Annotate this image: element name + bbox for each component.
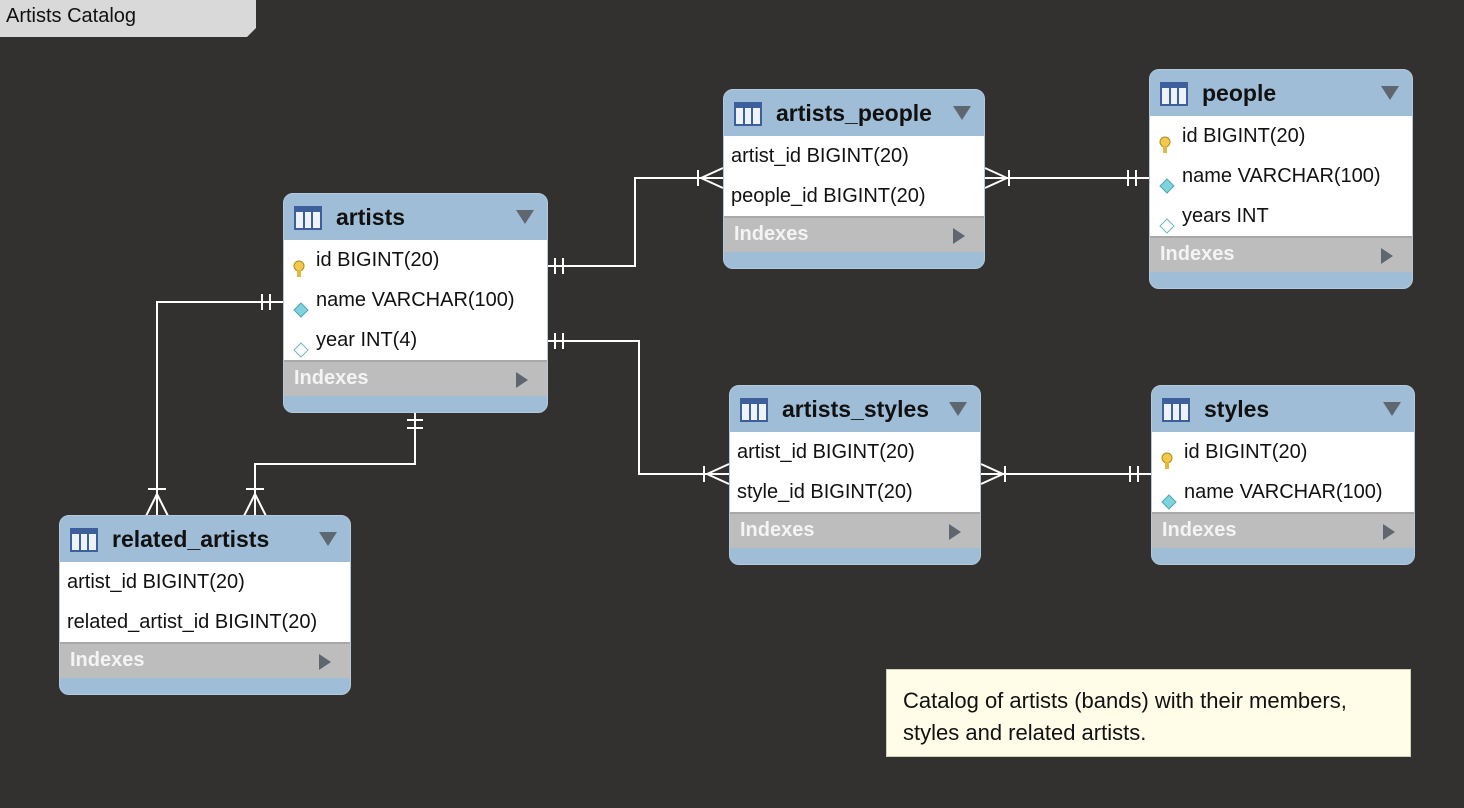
column-label: id BIGINT(20) bbox=[1184, 441, 1308, 463]
table-header: related_artists bbox=[60, 516, 350, 562]
table-header: artists bbox=[284, 194, 547, 240]
relationship-artists-artists-styles[interactable] bbox=[548, 333, 730, 485]
column-label: name VARCHAR(100) bbox=[1184, 481, 1383, 503]
column-row[interactable]: name VARCHAR(100) bbox=[1150, 156, 1412, 196]
column-label: years INT bbox=[1182, 205, 1269, 227]
column-row[interactable]: people_id BIGINT(20) bbox=[724, 176, 984, 216]
relationship-styles-artists-styles[interactable] bbox=[980, 463, 1151, 485]
table-header: people bbox=[1150, 70, 1412, 116]
relationship-artists-related-artists-1[interactable] bbox=[145, 294, 283, 517]
indexes-section[interactable]: Indexes bbox=[60, 642, 350, 678]
table-icon bbox=[740, 398, 768, 427]
table-header: artists_styles bbox=[730, 386, 980, 432]
column-row[interactable]: id BIGINT(20) bbox=[1150, 116, 1412, 156]
table-artists-people[interactable]: artists_people artist_id BIGINT(20) peop… bbox=[723, 89, 985, 269]
collapse-triangle-icon[interactable] bbox=[318, 531, 338, 552]
relationship-artists-artists-people[interactable] bbox=[548, 167, 724, 274]
table-header: styles bbox=[1152, 386, 1414, 432]
column-label: artist_id BIGINT(20) bbox=[731, 145, 909, 167]
column-label: artist_id BIGINT(20) bbox=[737, 441, 915, 463]
primary-key-icon bbox=[1161, 444, 1177, 484]
table-artists[interactable]: artists id BIGINT(20) name VARCHAR(100) … bbox=[283, 193, 548, 413]
column-row[interactable]: artist_id BIGINT(20) bbox=[60, 562, 350, 602]
diagram-note[interactable]: Catalog of artists (bands) with their me… bbox=[886, 669, 1411, 757]
table-icon bbox=[1162, 398, 1190, 427]
indexes-section[interactable]: Indexes bbox=[724, 216, 984, 252]
column-label: id BIGINT(20) bbox=[316, 249, 440, 271]
column-label: year INT(4) bbox=[316, 329, 418, 351]
table-icon bbox=[734, 102, 762, 131]
table-name: artists_people bbox=[776, 100, 932, 126]
indexes-section[interactable]: Indexes bbox=[730, 512, 980, 548]
table-artists-styles[interactable]: artists_styles artist_id BIGINT(20) styl… bbox=[729, 385, 981, 565]
not-null-column-icon bbox=[1159, 168, 1175, 208]
nullable-column-icon bbox=[1159, 208, 1175, 248]
column-row[interactable]: year INT(4) bbox=[284, 320, 547, 360]
column-label: id BIGINT(20) bbox=[1182, 125, 1306, 147]
column-row[interactable]: style_id BIGINT(20) bbox=[730, 472, 980, 512]
table-related-artists[interactable]: related_artists artist_id BIGINT(20) rel… bbox=[59, 515, 351, 695]
collapse-triangle-icon[interactable] bbox=[1380, 85, 1400, 106]
table-name: artists_styles bbox=[782, 396, 930, 422]
column-label: artist_id BIGINT(20) bbox=[67, 571, 245, 593]
collapse-triangle-icon[interactable] bbox=[948, 401, 968, 422]
column-label: style_id BIGINT(20) bbox=[737, 481, 913, 503]
column-row[interactable]: id BIGINT(20) bbox=[284, 240, 547, 280]
column-row[interactable]: artist_id BIGINT(20) bbox=[730, 432, 980, 472]
not-null-column-icon bbox=[293, 292, 309, 332]
primary-key-icon bbox=[1159, 128, 1175, 168]
indexes-label: Indexes bbox=[1162, 519, 1237, 541]
expand-triangle-icon[interactable] bbox=[948, 523, 962, 546]
column-row[interactable]: id BIGINT(20) bbox=[1152, 432, 1414, 472]
collapse-triangle-icon[interactable] bbox=[515, 209, 535, 230]
collapse-triangle-icon[interactable] bbox=[1382, 401, 1402, 422]
column-label: name VARCHAR(100) bbox=[1182, 165, 1381, 187]
indexes-section[interactable]: Indexes bbox=[284, 360, 547, 396]
table-icon bbox=[294, 206, 322, 235]
table-header: artists_people bbox=[724, 90, 984, 136]
indexes-label: Indexes bbox=[294, 367, 369, 389]
indexes-section[interactable]: Indexes bbox=[1150, 236, 1412, 272]
primary-key-icon bbox=[293, 252, 309, 292]
indexes-label: Indexes bbox=[1160, 243, 1235, 265]
note-text: Catalog of artists (bands) with their me… bbox=[903, 688, 1347, 745]
expand-triangle-icon[interactable] bbox=[515, 371, 529, 394]
expand-triangle-icon[interactable] bbox=[952, 227, 966, 250]
relationship-artists-related-artists-2[interactable] bbox=[243, 413, 423, 517]
table-people[interactable]: people id BIGINT(20) name VARCHAR(100) y… bbox=[1149, 69, 1413, 289]
column-row[interactable]: years INT bbox=[1150, 196, 1412, 236]
column-row[interactable]: artist_id BIGINT(20) bbox=[724, 136, 984, 176]
nullable-column-icon bbox=[293, 332, 309, 372]
expand-triangle-icon[interactable] bbox=[318, 653, 332, 676]
column-label: name VARCHAR(100) bbox=[316, 289, 515, 311]
indexes-label: Indexes bbox=[70, 649, 145, 671]
relationship-people-artists-people[interactable] bbox=[984, 167, 1149, 189]
indexes-label: Indexes bbox=[734, 223, 809, 245]
not-null-column-icon bbox=[1161, 484, 1177, 524]
column-label: people_id BIGINT(20) bbox=[731, 185, 926, 207]
diagram-title-tab[interactable]: Artists Catalog bbox=[0, 0, 256, 37]
collapse-triangle-icon[interactable] bbox=[952, 105, 972, 126]
table-name: people bbox=[1202, 80, 1277, 106]
table-name: related_artists bbox=[112, 526, 270, 552]
indexes-section[interactable]: Indexes bbox=[1152, 512, 1414, 548]
column-row[interactable]: name VARCHAR(100) bbox=[284, 280, 547, 320]
expand-triangle-icon[interactable] bbox=[1380, 247, 1394, 270]
expand-triangle-icon[interactable] bbox=[1382, 523, 1396, 546]
table-name: styles bbox=[1204, 396, 1270, 422]
column-row[interactable]: name VARCHAR(100) bbox=[1152, 472, 1414, 512]
table-name: artists bbox=[336, 204, 406, 230]
table-styles[interactable]: styles id BIGINT(20) name VARCHAR(100) I… bbox=[1151, 385, 1415, 565]
diagram-title: Artists Catalog bbox=[6, 5, 137, 27]
table-icon bbox=[70, 528, 98, 557]
table-icon bbox=[1160, 82, 1188, 111]
indexes-label: Indexes bbox=[740, 519, 815, 541]
column-label: related_artist_id BIGINT(20) bbox=[67, 611, 318, 633]
column-row[interactable]: related_artist_id BIGINT(20) bbox=[60, 602, 350, 642]
